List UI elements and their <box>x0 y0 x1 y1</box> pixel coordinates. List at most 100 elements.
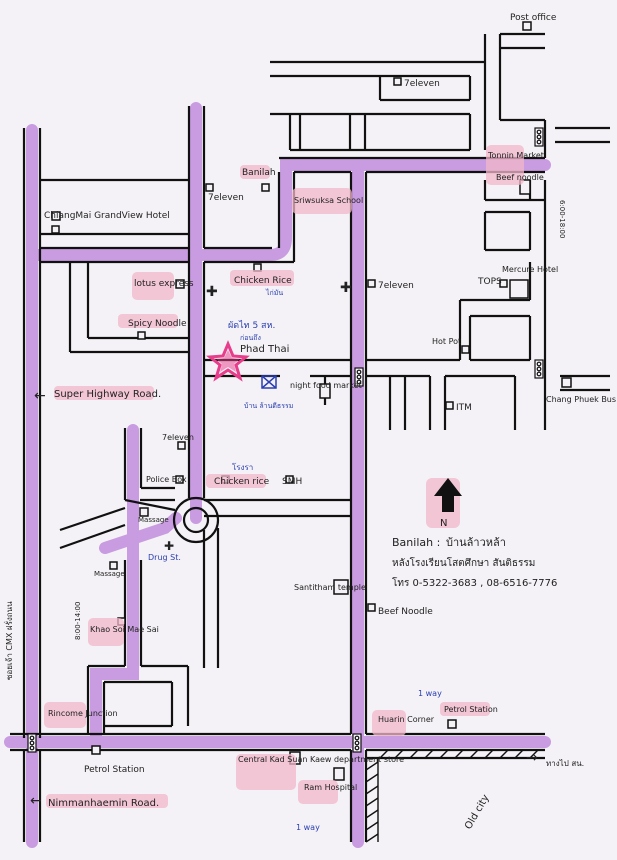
hospital-cross-icons: ✚ ✚ ✚ <box>164 280 352 553</box>
seven-eleven-right-marker <box>367 279 376 288</box>
left-vertical-label: ซอยเจ้า CMX ฝรั่งถนน <box>3 601 14 680</box>
petrol-left-marker <box>91 745 101 755</box>
police-box-marker <box>175 475 184 484</box>
banilah-small-label: บ้าน ล้านดีธรรม <box>244 402 293 410</box>
night-market-marker <box>319 383 331 399</box>
beef-noodle-lower-label: Beef Noodle <box>378 607 433 617</box>
rincome-label: Rincome Junction <box>48 709 118 718</box>
massage-label: Massage <box>138 516 169 524</box>
grandview-label: ChiangMai GrandView Hotel <box>44 211 170 221</box>
left-arrow-icon: ← <box>30 793 42 809</box>
massage2-label: Massage <box>94 570 125 578</box>
itm-marker <box>445 401 454 410</box>
central-label: Central Kad Suan Kaew department store <box>238 755 404 764</box>
road-outlines <box>10 32 610 842</box>
smh-label: SMH <box>282 477 302 487</box>
old-city-wall <box>365 749 545 843</box>
santitham-label: Santitham temple <box>294 583 366 592</box>
seven-eleven-lower-marker <box>177 441 186 450</box>
flag-icon <box>261 375 277 389</box>
lotus-marker <box>175 279 185 289</box>
banilah-info-thai2: หลังโรงเรียนโสตศึกษา สันติธรรม <box>392 556 535 569</box>
tops-label: TOPS <box>477 277 502 287</box>
label-highlights <box>44 145 524 808</box>
traffic-light-icon <box>534 127 544 147</box>
padthai-thai-label: ผัดไท 5 สห. <box>228 320 275 331</box>
khao-soi-label: Khao Soi Mae Sai <box>90 625 159 634</box>
seven-eleven-top-label: 7eleven <box>404 79 440 89</box>
banilah-info-name: Banilah : <box>392 536 440 549</box>
traffic-light-icons <box>27 127 544 753</box>
traffic-light-icon <box>27 733 37 753</box>
left-arrow-icon: ← <box>34 388 46 404</box>
night-market-label: night food market <box>290 381 362 390</box>
beef-noodle-top-label: Beef noodle <box>496 173 544 182</box>
old-city-label: Old city <box>463 793 492 832</box>
banilah-top-marker <box>261 183 270 192</box>
super-highway-label: Super Highway Road. <box>54 389 161 400</box>
mercure-label: Mercure Hotel <box>502 265 558 274</box>
hotpot-marker <box>461 345 470 354</box>
seven-eleven-mid-marker <box>205 183 214 192</box>
sriwsuksa-label: Sriwsuksa School <box>294 196 363 205</box>
post-office-marker <box>522 21 532 31</box>
ram-hospital-marker <box>333 767 345 781</box>
traffic-light-icon <box>352 733 362 753</box>
banilah-top-label: Banilah <box>242 168 276 178</box>
hours-top-label: 6:00-18:00 <box>558 200 566 238</box>
police-box-label: Police Box <box>146 475 187 484</box>
petrol-right-marker <box>447 719 457 729</box>
right-arrow-icon: → <box>526 750 538 766</box>
itm-label: ITM <box>456 403 472 413</box>
padthai-thai2-label: ก่อนถึง <box>240 333 261 342</box>
nimmanhaemin-label: Nimmanhaemin Road. <box>48 798 159 809</box>
hospital-thai-label: โรงรา <box>232 462 253 472</box>
spicy-noodle-label: Spicy Noodle <box>128 319 187 329</box>
chicken-rice-thai-label: ไก่มัน <box>265 288 283 297</box>
lotus-label: lotus express <box>134 279 194 289</box>
hours-label: 8:00-14:00 <box>74 602 82 640</box>
one-way-bottom-label: 1 way <box>296 823 320 832</box>
chang-phuek-label: Chang Phuek Bus station <box>546 395 617 404</box>
hot-pot-label: Hot Pot <box>432 337 461 346</box>
cross-icon: ✚ <box>164 539 174 553</box>
tops-marker <box>499 279 508 288</box>
seven-eleven-lower-label: 7eleven <box>162 433 194 442</box>
location-star-icon <box>206 340 250 382</box>
banilah-info-thai1: บ้านล้าวหล้า <box>446 536 506 549</box>
mercure-marker <box>509 279 529 299</box>
phad-thai-label: Phad Thai <box>240 344 289 355</box>
seven-eleven-right-label: 7eleven <box>378 281 414 291</box>
chang-phuek-marker <box>561 377 572 388</box>
arrow-icons: ← ← → <box>30 388 538 809</box>
grandview-marker <box>51 225 60 234</box>
north-label: N <box>440 518 447 529</box>
beef-noodle-lower-marker <box>367 603 376 612</box>
seven-eleven-mid-label: 7eleven <box>208 193 244 203</box>
one-way-top-label: 1 way <box>418 689 442 698</box>
spicy-noodle-marker <box>137 331 146 340</box>
santitham-marker <box>333 579 349 595</box>
cross-icon: ✚ <box>206 284 218 300</box>
tonnin-market-label: Tonnin Market <box>487 151 544 160</box>
chicken-rice-lower-label: Chicken rice <box>214 477 270 487</box>
post-office-label: Post office <box>510 13 557 23</box>
traffic-light-icon <box>354 367 364 387</box>
hotel-top-left-marker <box>51 211 61 221</box>
banilah-info-phone: โทร 0-5322-3683 , 08-6516-7776 <box>392 576 557 589</box>
massage-marker <box>139 507 149 517</box>
massage2-marker <box>109 561 118 570</box>
petrol-left-label: Petrol Station <box>84 765 145 775</box>
ram-hospital-label: Ram Hospital <box>304 783 357 792</box>
highlighted-roads <box>4 102 551 848</box>
map-labels: Post office 7eleven Tonnin Market Beef n… <box>3 13 617 832</box>
smh-marker <box>285 475 294 484</box>
chicken-rice-top-label: Chicken Rice <box>234 276 292 286</box>
tonnin-marker <box>519 179 531 195</box>
petrol-right-label: Petrol Station <box>444 705 498 714</box>
chiang-mai-arrow-label: ทางไป สน. <box>546 759 584 768</box>
huarin-label: Huarin Corner <box>378 715 435 724</box>
north-arrow-icon <box>434 478 462 512</box>
